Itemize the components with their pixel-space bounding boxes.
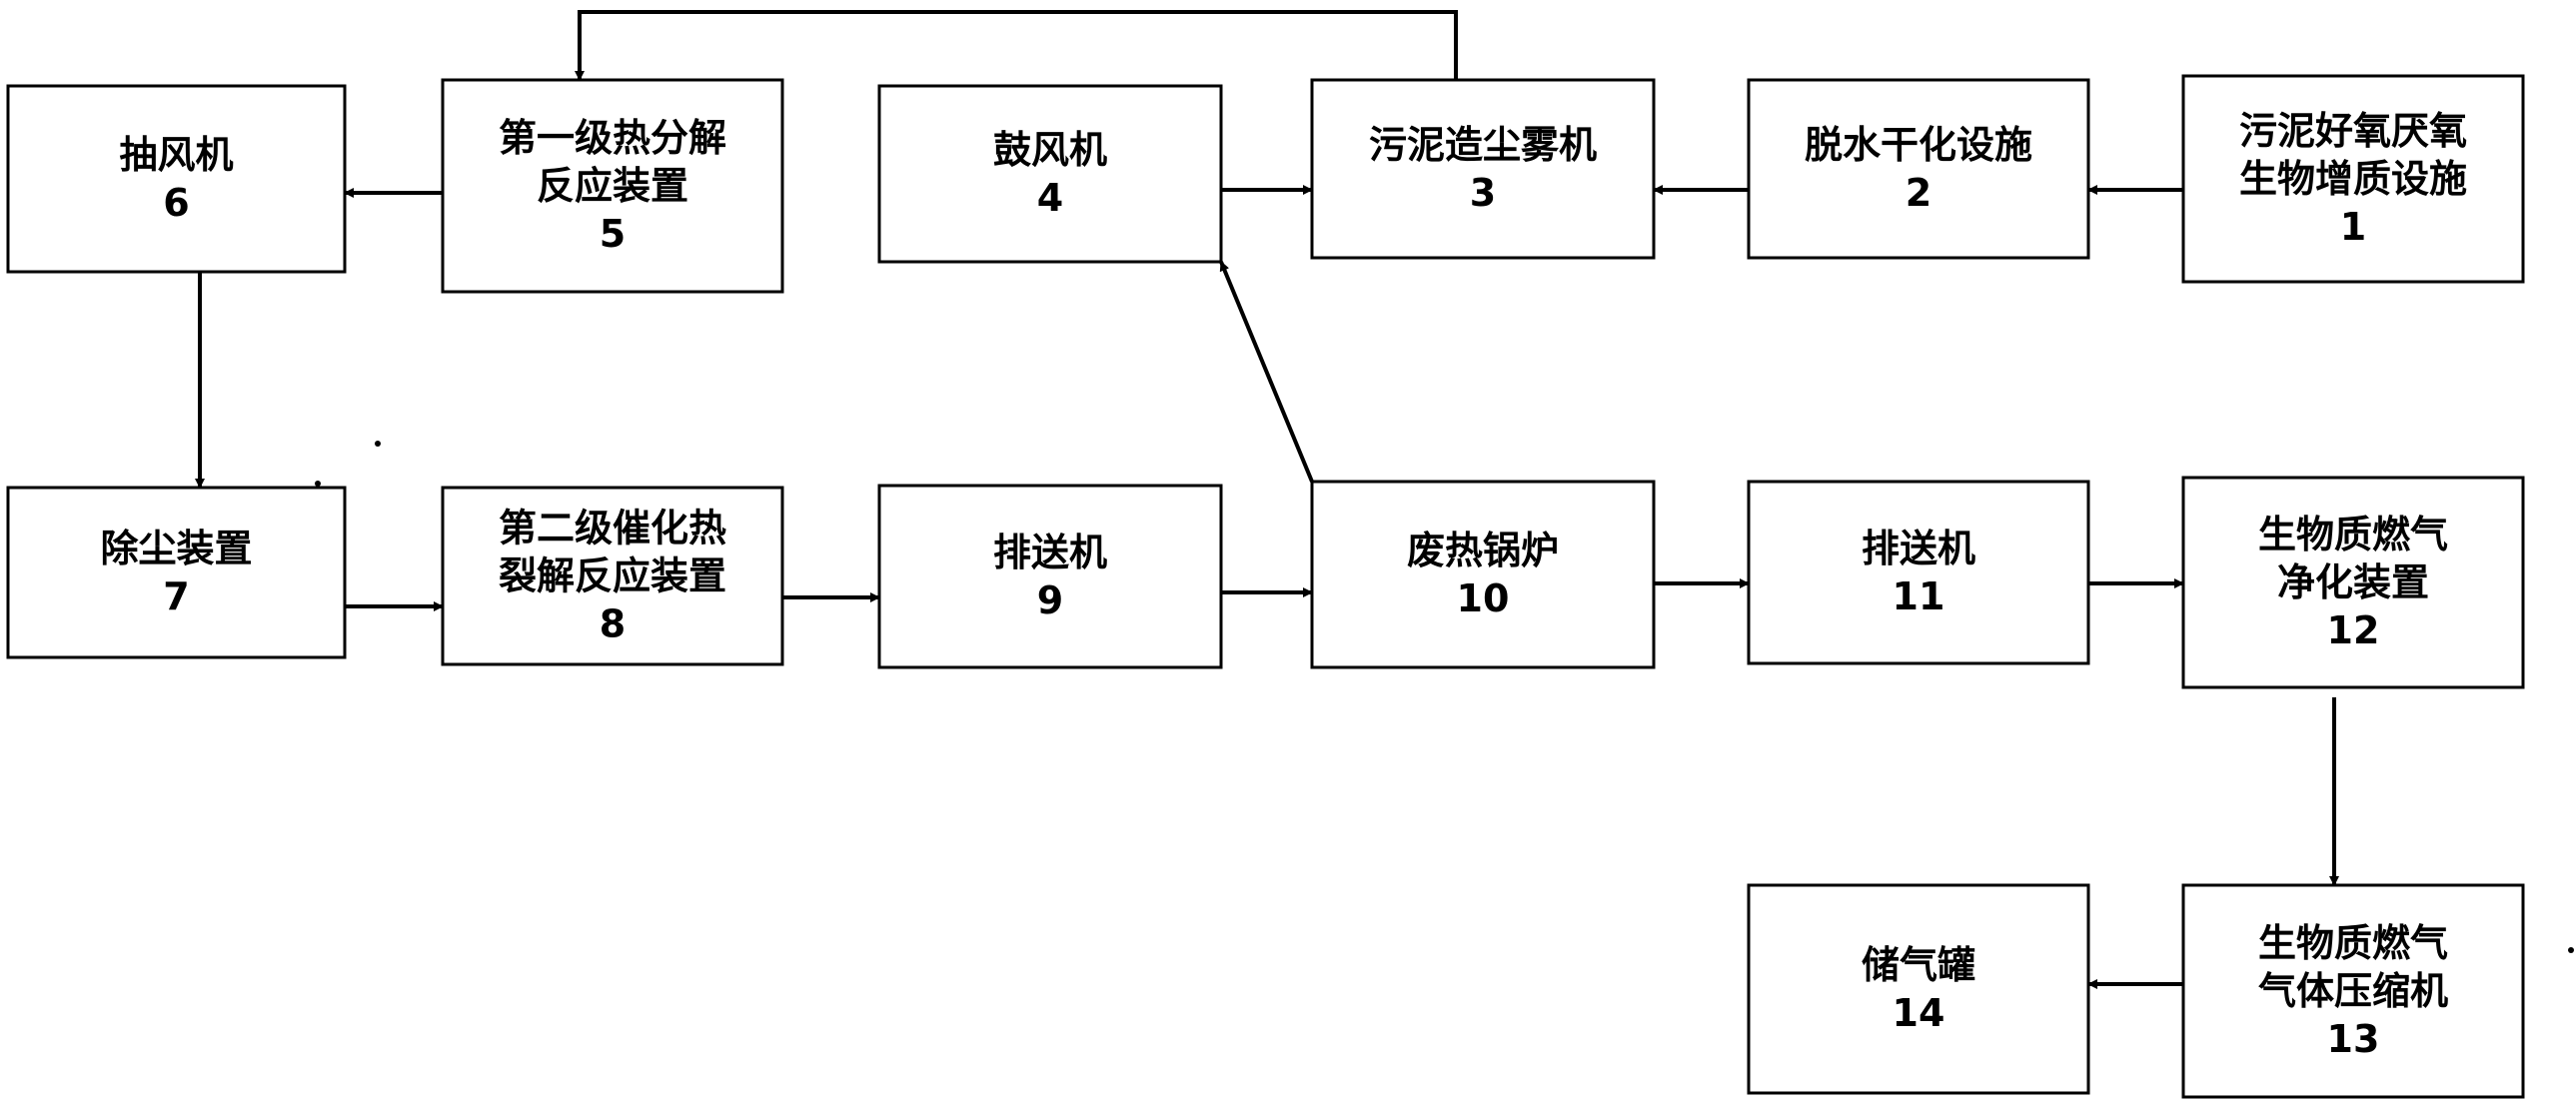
node-label: 生物质燃气 xyxy=(2258,921,2448,965)
node-label: 第二级催化热 xyxy=(499,507,726,551)
node-box xyxy=(441,486,784,666)
node-number: 7 xyxy=(163,574,189,618)
node-label: 储气罐 xyxy=(1862,943,1975,987)
node-number: 6 xyxy=(163,181,189,225)
node-number: 14 xyxy=(1893,991,1945,1035)
node-label: 抽风机 xyxy=(119,133,233,177)
node-number: 1 xyxy=(2340,205,2366,249)
node-box xyxy=(1747,78,2090,260)
stray-mark xyxy=(375,441,381,447)
node-label: 生物质燃气 xyxy=(2258,513,2448,556)
node-box xyxy=(2181,74,2525,284)
edge-10-4 xyxy=(1219,261,1314,483)
node-label: 污泥好氧厌氧 xyxy=(2239,109,2467,153)
node-number: 13 xyxy=(2327,1017,2380,1061)
node-number: 5 xyxy=(600,212,626,256)
node-box xyxy=(1310,480,1656,669)
node-box xyxy=(441,78,784,294)
node-label: 废热锅炉 xyxy=(1407,529,1559,572)
edges-layer xyxy=(195,10,2339,989)
node-label: 排送机 xyxy=(993,531,1107,574)
node-box xyxy=(6,84,347,274)
node-box xyxy=(6,486,347,659)
node-number: 9 xyxy=(1037,578,1063,622)
node-box xyxy=(2181,476,2525,689)
node-number: 4 xyxy=(1037,176,1063,220)
node-number: 10 xyxy=(1457,576,1510,620)
stray-mark xyxy=(2568,947,2574,953)
stray-mark xyxy=(315,481,321,487)
node-label: 气体压缩机 xyxy=(2258,969,2448,1013)
node-label: 裂解反应装置 xyxy=(499,554,726,598)
node-label: 排送机 xyxy=(1862,527,1975,570)
node-number: 2 xyxy=(1906,171,1932,215)
node-number: 8 xyxy=(600,602,626,646)
node-label: 脱水干化设施 xyxy=(1805,123,2032,167)
node-label: 除尘装置 xyxy=(100,527,252,570)
node-label: 第一级热分解 xyxy=(499,116,726,160)
node-label: 生物增质设施 xyxy=(2239,157,2467,201)
node-box xyxy=(877,484,1223,669)
node-label: 污泥造尘雾机 xyxy=(1369,123,1597,167)
edge-3-5 xyxy=(575,10,1458,81)
node-box xyxy=(1747,480,2090,665)
node-box xyxy=(1747,883,2090,1095)
node-box xyxy=(1310,78,1656,260)
node-number: 3 xyxy=(1470,171,1496,215)
node-box xyxy=(2181,883,2525,1099)
node-number: 11 xyxy=(1893,574,1945,618)
node-label: 鼓风机 xyxy=(993,128,1107,172)
node-box xyxy=(877,84,1223,264)
node-label: 反应装置 xyxy=(537,164,688,208)
node-label: 净化装置 xyxy=(2277,560,2429,604)
node-number: 12 xyxy=(2327,608,2380,652)
